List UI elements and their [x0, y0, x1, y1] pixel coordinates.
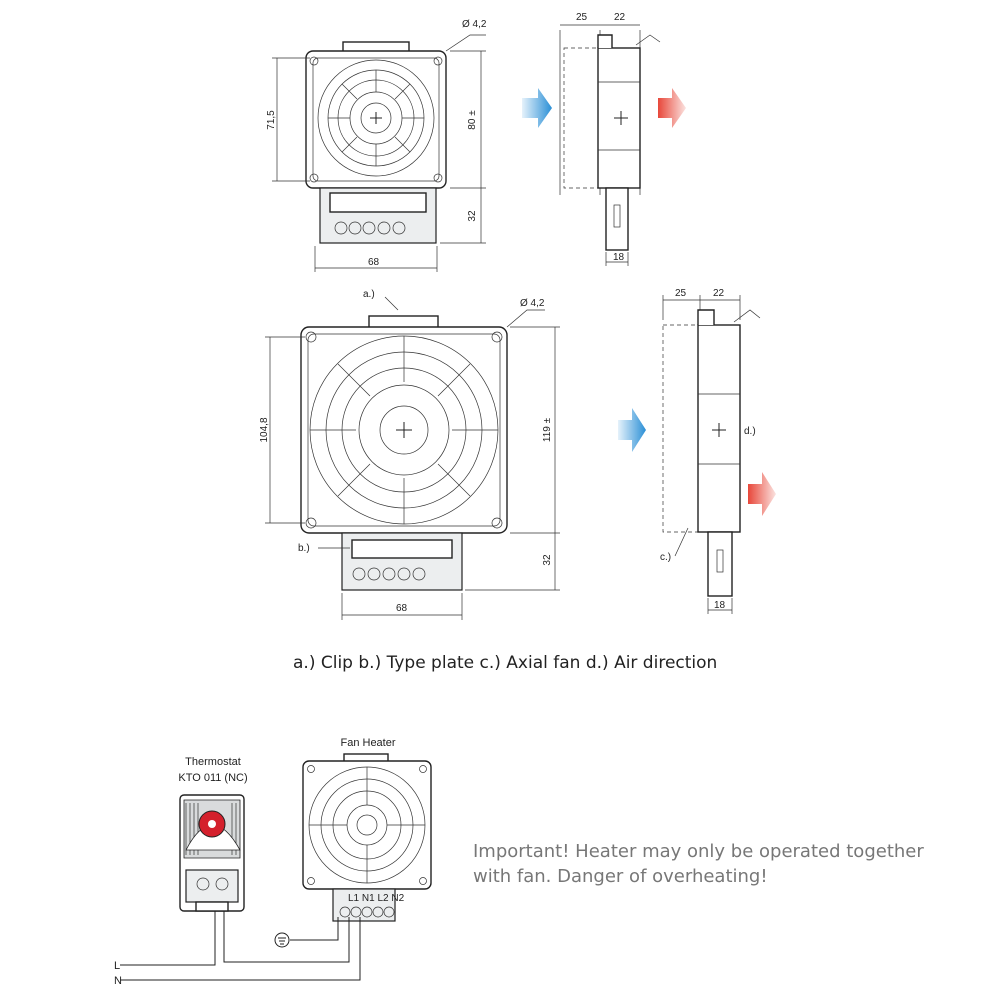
svg-text:22: 22	[713, 288, 725, 299]
svg-text:c.): c.)	[660, 552, 671, 563]
large-side-view: 25 22 d.) 18 c.)	[618, 288, 776, 614]
svg-text:18: 18	[714, 600, 726, 611]
thermostat: Thermostat KTO 011 (NC)	[178, 756, 248, 912]
wiring-lines: L N	[114, 911, 361, 987]
air-out-arrow-icon	[658, 88, 686, 128]
svg-text:Fan Heater: Fan Heater	[340, 737, 395, 749]
svg-text:68: 68	[396, 603, 408, 614]
svg-text:b.): b.)	[298, 543, 310, 554]
legend-text: a.) Clip b.) Type plate c.) Axial fan d.…	[293, 653, 717, 673]
air-in-arrow-icon	[618, 408, 646, 452]
line-N-label: N	[114, 975, 122, 987]
svg-text:18: 18	[613, 252, 625, 263]
inner-height-label: 71,5	[266, 110, 277, 130]
svg-text:104,8: 104,8	[259, 417, 270, 442]
lower-height-label: 32	[467, 210, 478, 222]
hole-diameter-label: Ø 4,2	[462, 19, 487, 30]
warning-note-line1: Important! Heater may only be operated t…	[473, 841, 924, 862]
svg-text:119 ±: 119 ±	[542, 417, 553, 442]
svg-text:d.): d.)	[744, 426, 756, 437]
small-front-dimensions: Ø 4,2 71,5 80 ± 32 68	[266, 19, 487, 272]
air-in-arrow-icon	[522, 88, 552, 128]
bottom-width-label: 68	[368, 257, 380, 268]
svg-text:L1 N1 L2 N2: L1 N1 L2 N2	[348, 893, 405, 904]
large-front-view: a.)	[300, 289, 508, 591]
clip-marker: a.)	[363, 289, 375, 300]
svg-text:32: 32	[542, 554, 553, 566]
small-side-view: 25 22 18	[522, 12, 686, 266]
svg-text:25: 25	[675, 288, 687, 299]
outer-height-label: 80 ±	[467, 110, 478, 130]
large-front-dimensions: Ø 4,2 104,8 119 ± 32 b.) 68	[259, 298, 560, 620]
svg-text:Ø 4,2: Ø 4,2	[520, 298, 545, 309]
svg-text:KTO 011 (NC): KTO 011 (NC)	[178, 772, 247, 784]
svg-text:22: 22	[614, 12, 626, 23]
warning-note-line2: with fan. Danger of overheating!	[473, 866, 768, 887]
svg-text:Thermostat: Thermostat	[185, 756, 241, 768]
line-L-label: L	[114, 960, 120, 972]
svg-text:25: 25	[576, 12, 588, 23]
small-front-view	[305, 41, 447, 244]
fan-heater: Fan Heater L1 N1 L2 N2	[302, 737, 432, 922]
air-out-arrow-icon	[748, 472, 776, 516]
